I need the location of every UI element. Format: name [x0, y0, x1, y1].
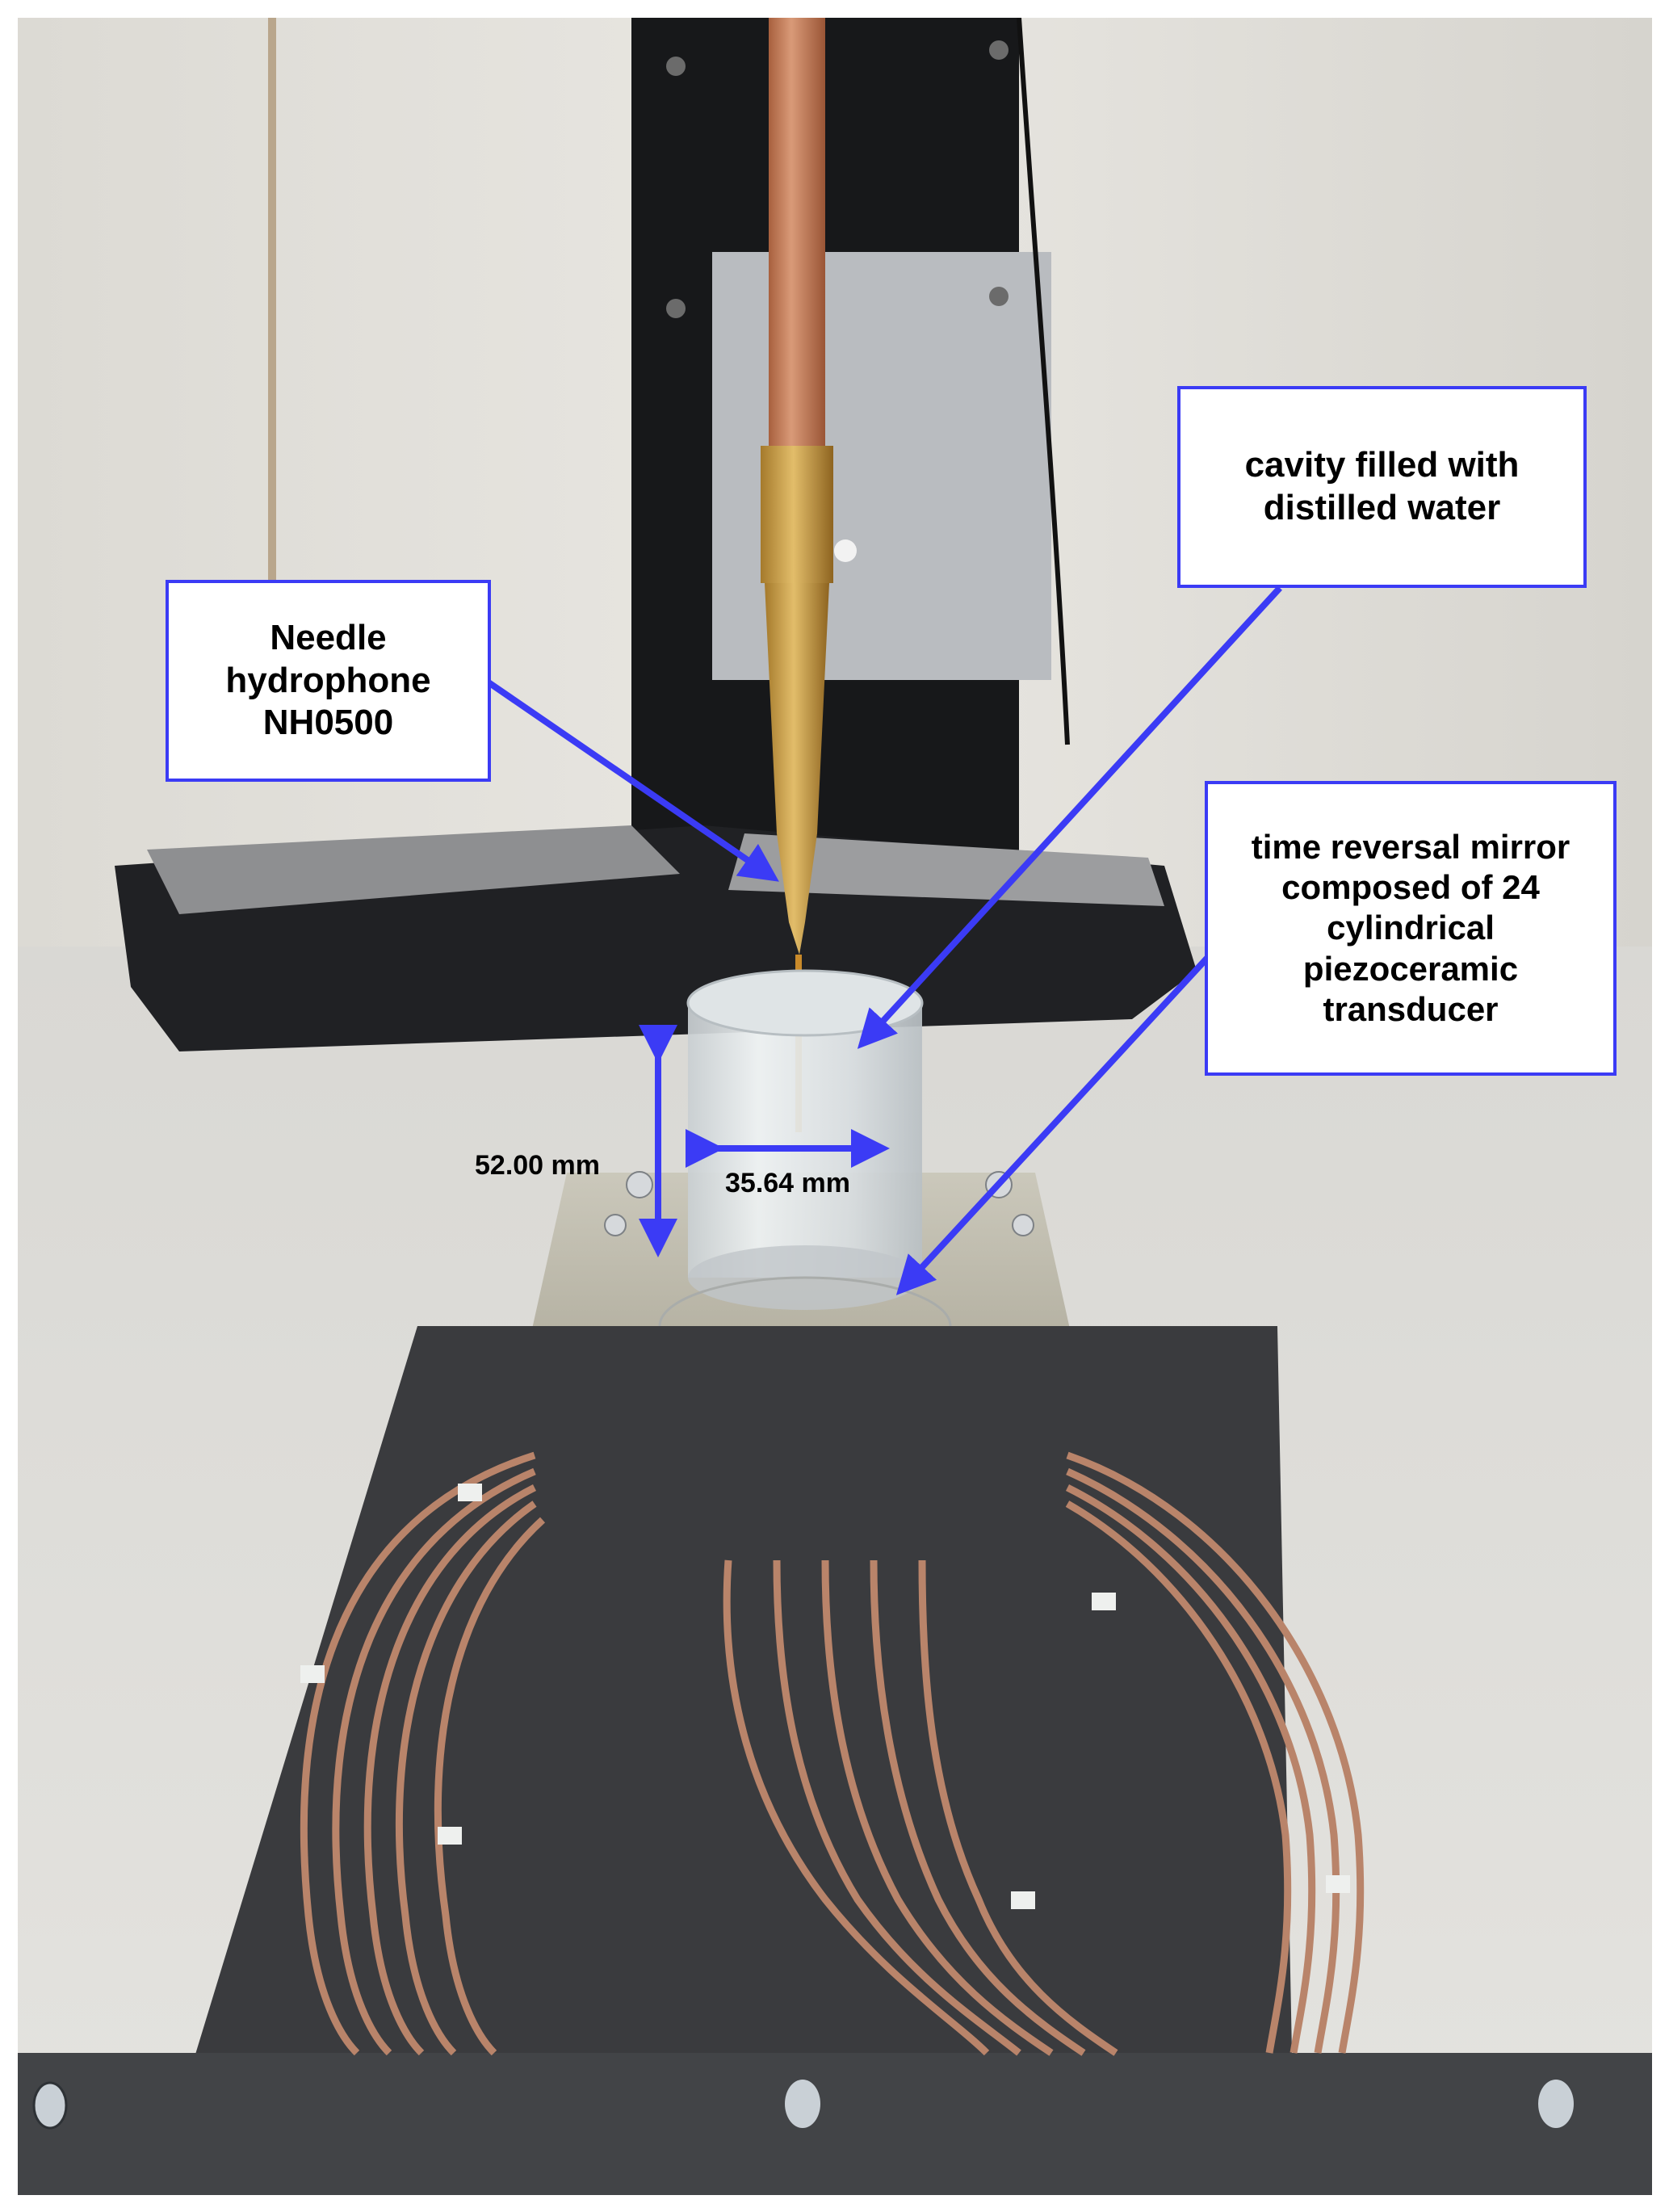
- hydrophone-label: Needle hydrophone NH0500: [166, 580, 491, 782]
- diameter-measurement: 35.64 mm: [725, 1168, 850, 1198]
- base-screw: [1538, 2080, 1574, 2128]
- mirror-label-line: piezoceramic: [1302, 949, 1519, 988]
- brass-collar: [761, 446, 833, 583]
- cavity-label: cavity filled with distilled water: [1177, 386, 1587, 588]
- water-cavity: [688, 1003, 922, 1278]
- height-measurement: 52.00 mm: [475, 1150, 600, 1181]
- cable-ties: [300, 1484, 1350, 1909]
- cavity-label-line: distilled water: [1263, 488, 1501, 527]
- mirror-label-line: transducer: [1323, 990, 1499, 1029]
- base-screw: [785, 2080, 820, 2128]
- cavity-label-line: cavity filled with: [1244, 445, 1520, 485]
- base-front-edge: [18, 2053, 1652, 2195]
- mirror-label-line: composed of 24: [1281, 867, 1540, 906]
- photo-scene: [18, 18, 1652, 2195]
- wall-cable: [268, 18, 276, 745]
- copper-rod: [769, 18, 825, 446]
- needle-hydrophone: [765, 583, 829, 955]
- mirror-label-line: time reversal mirror: [1251, 827, 1570, 866]
- setup-photograph: [18, 18, 1652, 2195]
- hydrophone-label-line: Needle: [270, 617, 387, 657]
- hydrophone-label-line: hydrophone: [225, 660, 431, 700]
- base-plate: [171, 1326, 1294, 2134]
- hydrophone-label-line: NH0500: [262, 703, 394, 743]
- mirror-label-line: cylindrical: [1327, 909, 1495, 947]
- mirror-label: time reversal mirror composed of 24 cyli…: [1205, 781, 1617, 1076]
- coax-cables: [300, 1451, 1365, 2056]
